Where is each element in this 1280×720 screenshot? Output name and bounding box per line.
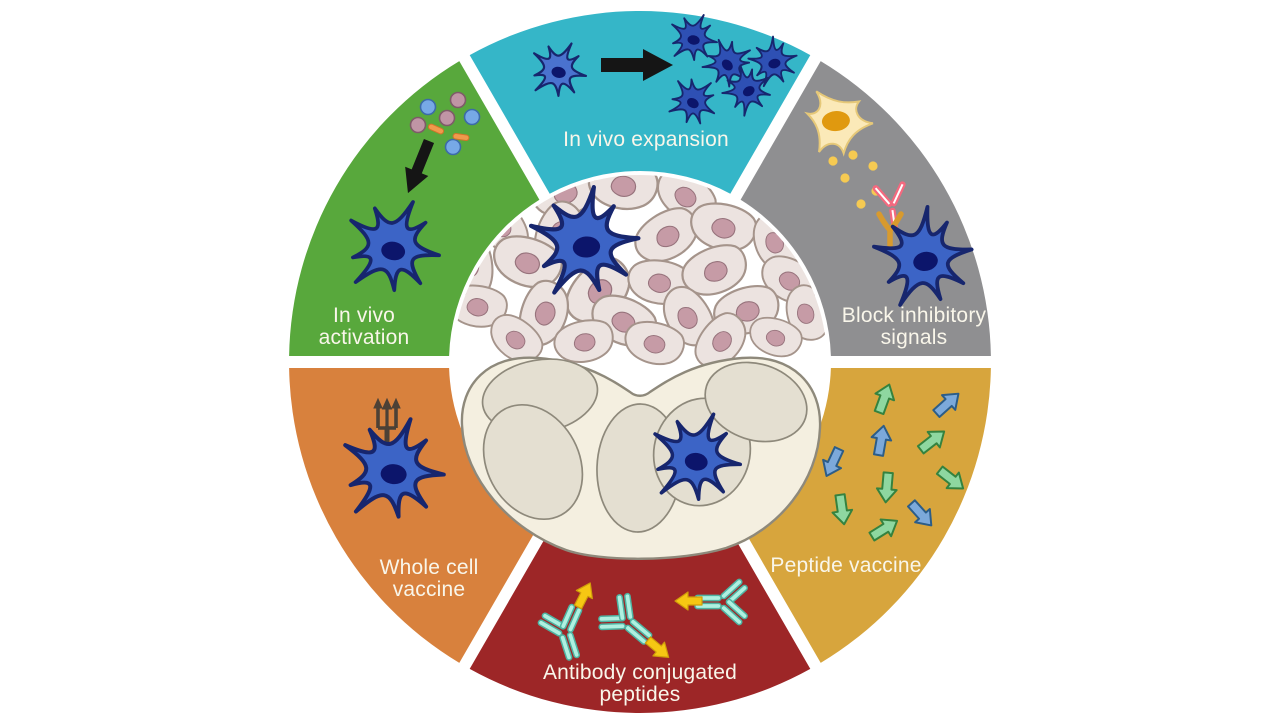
block-inhibitory-signals-decoration: [799, 89, 982, 311]
inhibitory-receptor-icon: [876, 211, 904, 249]
in-vivo-activation-decoration: [338, 91, 481, 299]
segment-whole-cell-vaccine: [289, 368, 540, 663]
lymph-lobe: [704, 361, 808, 443]
lymph-lobe: [482, 403, 584, 521]
wheel-sectors: [289, 11, 991, 713]
lymph-node-illustration: [460, 356, 822, 560]
segment-in-vivo-activation: [289, 61, 540, 356]
whole-cell-vaccine-decoration: [337, 397, 451, 523]
segment-antibody-conjugated-peptides: [469, 530, 811, 713]
adjuvant-particles-icon: [409, 91, 481, 156]
